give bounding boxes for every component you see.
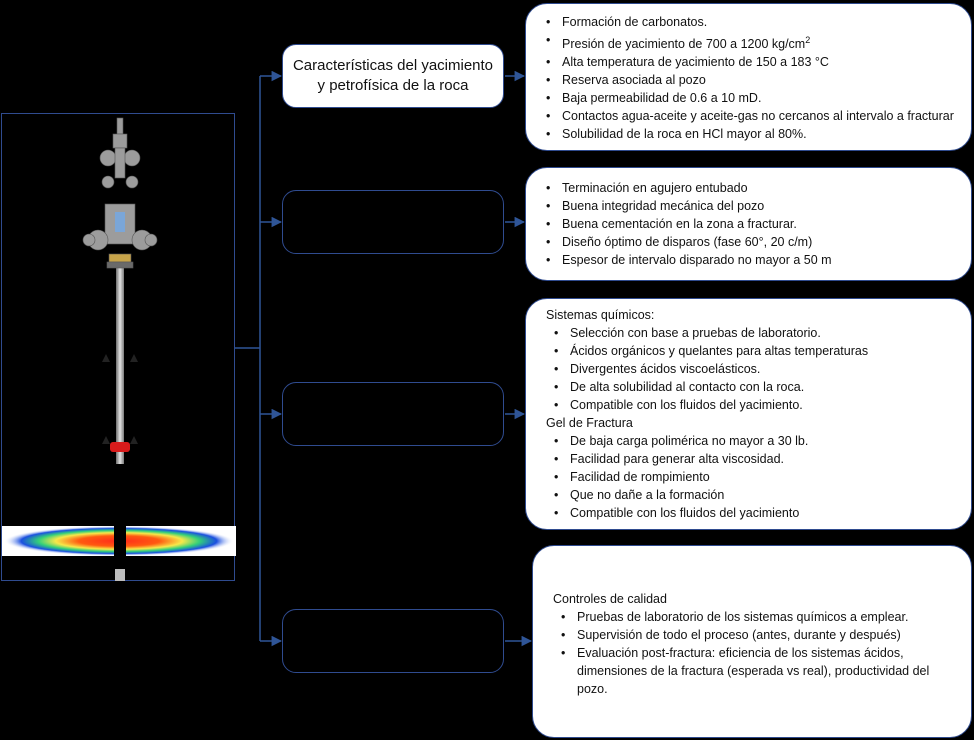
well-schematic-illustration bbox=[2, 117, 236, 581]
gel-heading: Gel de Fractura bbox=[546, 416, 633, 430]
box-sistemas bbox=[282, 382, 504, 446]
list-item: Formación de carbonatos. bbox=[538, 13, 961, 31]
list-yacimiento: Formación de carbonatos. Presión de yaci… bbox=[525, 3, 972, 151]
list-item: Terminación en agujero entubado bbox=[538, 179, 961, 197]
list-item: Divergentes ácidos viscoelásticos. bbox=[546, 360, 961, 378]
list-item: Evaluación post-fractura: eficiencia de … bbox=[553, 644, 959, 698]
list-item: Facilidad de rompimiento bbox=[546, 468, 961, 486]
quimicos-heading: Sistemas químicos: bbox=[546, 308, 655, 322]
list-item: Presión de yacimiento de 700 a 1200 kg/c… bbox=[538, 31, 961, 53]
list-item: Alta temperatura de yacimiento de 150 a … bbox=[538, 53, 961, 71]
list-item: Diseño óptimo de disparos (fase 60°, 20 … bbox=[538, 233, 961, 251]
list-item: Reserva asociada al pozo bbox=[538, 71, 961, 89]
list-item: Espesor de intervalo disparado no mayor … bbox=[538, 251, 961, 269]
list-item: De baja carga polimérica no mayor a 30 l… bbox=[546, 432, 961, 450]
box-calidad bbox=[282, 609, 504, 673]
list-item: Buena cementación en la zona a fracturar… bbox=[538, 215, 961, 233]
list-item: Facilidad para generar alta viscosidad. bbox=[546, 450, 961, 468]
box-title-line2: y petrofísica de la roca bbox=[317, 77, 469, 94]
box-pozo bbox=[282, 190, 504, 254]
presion-text: Presión de yacimiento de 700 a 1200 kg/c… bbox=[562, 37, 806, 52]
wellhead bbox=[82, 117, 158, 269]
list-item: Que no dañe a la formación bbox=[546, 486, 961, 504]
list-item: Buena integridad mecánica del pozo bbox=[538, 197, 961, 215]
list-quimicos: Sistemas químicos: Selección con base a … bbox=[525, 298, 972, 530]
list-item: Compatible con los fluidos del yacimient… bbox=[546, 396, 961, 414]
list-item: Supervisión de todo el proceso (antes, d… bbox=[553, 626, 959, 644]
list-item: De alta solubilidad al contacto con la r… bbox=[546, 378, 961, 396]
list-item: Selección con base a pruebas de laborato… bbox=[546, 324, 961, 342]
tubing bbox=[116, 264, 124, 464]
list-item: Solubilidad de la roca en HCl mayor al 8… bbox=[538, 125, 961, 143]
calidad-heading: Controles de calidad bbox=[553, 592, 667, 606]
list-item: Contactos agua-aceite y aceite-gas no ce… bbox=[538, 107, 961, 125]
box-caracteristicas-yacimiento: Características del yacimiento y petrofí… bbox=[282, 44, 504, 108]
box-title-line1: Características del yacimiento bbox=[292, 57, 494, 74]
packer bbox=[110, 442, 130, 452]
list-item: Ácidos orgánicos y quelantes para altas … bbox=[546, 342, 961, 360]
list-item: Baja permeabilidad de 0.6 a 10 mD. bbox=[538, 89, 961, 107]
superscript: 2 bbox=[805, 35, 811, 45]
list-calidad: Controles de calidad Pruebas de laborato… bbox=[532, 545, 972, 738]
list-pozo: Terminación en agujero entubado Buena in… bbox=[525, 167, 972, 281]
list-item: Compatible con los fluidos del yacimient… bbox=[546, 504, 961, 522]
list-item: Pruebas de laboratorio de los sistemas q… bbox=[553, 608, 959, 626]
well-illustration-panel bbox=[1, 113, 236, 581]
